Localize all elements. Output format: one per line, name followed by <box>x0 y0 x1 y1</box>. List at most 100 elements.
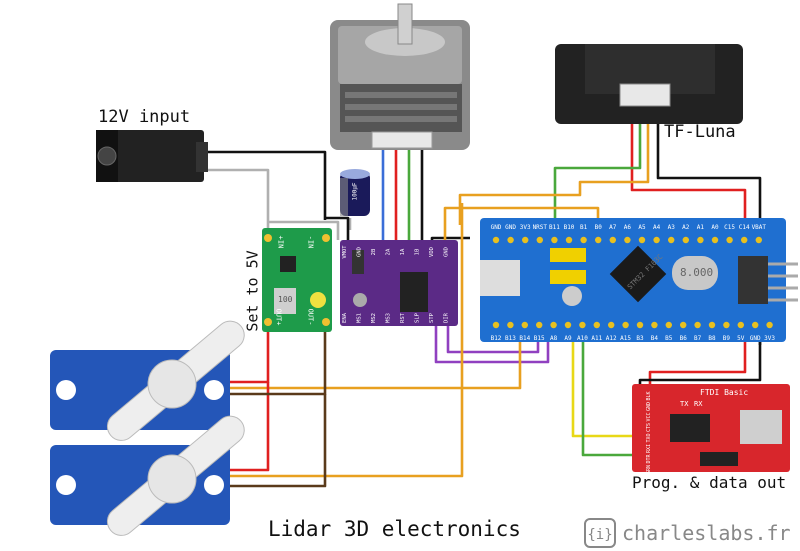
svg-text:{i}: {i} <box>587 527 612 543</box>
mcu-bottom-pin <box>708 321 716 329</box>
mcu-top-pin <box>507 236 514 244</box>
wire-ftdi-yellow <box>571 325 645 438</box>
ftdi-tx-label: TX <box>680 400 689 408</box>
mcu-top-pin-label: C14 <box>739 224 750 231</box>
mcu-bottom-pin-label: GND <box>750 335 761 342</box>
ftdi-pin-label: DTR <box>646 453 652 463</box>
wire-driver-purple-1 <box>434 320 550 364</box>
buck-pot-label: 100 <box>278 295 293 304</box>
driver-top-pin-label: 2A <box>386 248 392 255</box>
mcu-top-pin <box>551 236 558 244</box>
mcu-top-pin <box>741 236 748 244</box>
mcu-top-pin-label: B11 <box>549 224 560 231</box>
mcu-bottom-pin <box>766 321 773 329</box>
mcu-bottom-pin-label: B12 <box>491 335 502 342</box>
mcu-bottom-pin-label: B9 <box>723 335 731 342</box>
wire-luna-orange <box>458 100 650 225</box>
wire-servo1-orange <box>230 325 522 390</box>
mcu-top-pin-label: A6 <box>624 224 632 231</box>
wire-ftdi-green <box>581 325 645 457</box>
mcu-top-pin-label: A1 <box>697 224 705 231</box>
mcu-bottom-pin <box>723 321 730 329</box>
mcu-top-pin-label: GND <box>505 224 516 231</box>
mcu-top-pin-label: 3V3 <box>520 224 531 231</box>
mcu-board <box>480 218 798 342</box>
mcu-bottom-pin <box>694 321 701 329</box>
driver-top-pin-label: 1B <box>415 248 421 255</box>
mcu-top-pin <box>711 236 719 244</box>
mcu-top-pin <box>638 236 646 244</box>
mcu-bottom-pin-label: 3V3 <box>764 335 775 342</box>
ftdi-pin-label: BLK <box>646 391 652 400</box>
mcu-header-pins <box>768 262 798 302</box>
driver-top-pin-label: GND <box>357 247 363 257</box>
mcu-top-pin <box>726 236 733 244</box>
driver-bottom-pin-label: MS1 <box>357 313 363 323</box>
mcu-pin-dots <box>492 236 773 329</box>
capacitor-label: 100µF <box>351 182 359 201</box>
mcu-bottom-pin <box>492 321 500 329</box>
mcu-bottom-pin-label: A9 <box>564 335 572 342</box>
mcu-top-pin <box>595 236 602 244</box>
charleslabs-logo: {i} <box>584 518 616 548</box>
label-12v-input: 12V input <box>98 107 191 127</box>
wires <box>205 100 762 488</box>
driver-bottom-pin-label: STP <box>429 312 435 323</box>
diagram-title: Lidar 3D electronics <box>268 517 521 541</box>
mcu-bottom-pin-label: A12 <box>606 335 617 342</box>
stepper-motor <box>330 3 470 150</box>
buck-converter <box>262 228 332 332</box>
ftdi-pin-label: VCC <box>646 412 652 421</box>
driver-bottom-pin-label: MS3 <box>386 313 392 323</box>
wire-servo2-orange <box>230 203 464 478</box>
mcu-top-pin-label: A4 <box>653 224 661 231</box>
mcu-bottom-pin <box>737 321 744 329</box>
mcu-bottom-pin-label: B14 <box>519 335 530 342</box>
mcu-bottom-pin <box>536 321 543 329</box>
mcu-bottom-pin <box>680 321 687 329</box>
mcu-bottom-pin-label: B15 <box>534 335 545 342</box>
mcu-top-pin <box>697 236 704 244</box>
mcu-top-pin-label: B0 <box>595 224 603 231</box>
mcu-bottom-pin <box>636 321 644 329</box>
mcu-top-pin-label: A3 <box>668 224 676 231</box>
mcu-top-pin <box>755 236 762 244</box>
tf-luna-sensor <box>555 44 743 124</box>
wire-servo-black-2 <box>230 394 327 488</box>
mcu-bottom-pin-label: 5V <box>737 335 745 342</box>
mcu-top-pin-label: GND <box>491 224 502 231</box>
mcu-top-pin-label: A2 <box>682 224 690 231</box>
label-tf-luna: TF-Luna <box>664 122 736 142</box>
mcu-bottom-pin-label: B3 <box>636 335 644 342</box>
wire-jack-grey <box>205 168 270 230</box>
driver-bottom-pin-label: SLP <box>415 312 421 323</box>
mcu-bottom-pin-label: B5 <box>665 335 673 342</box>
label-prog-data-out: Prog. & data out <box>632 473 787 492</box>
brand-text: charleslabs.fr <box>622 521 791 545</box>
mcu-bottom-pin <box>651 321 658 329</box>
servo-bottom <box>50 415 245 536</box>
mcu-top-pin <box>624 236 631 244</box>
buck-in-plus-label: +IN <box>276 235 285 249</box>
ftdi-title: FTDI Basic <box>700 388 749 397</box>
driver-bottom-pin-label: DIR <box>444 312 450 323</box>
mcu-bottom-pin <box>622 321 629 329</box>
mcu-bottom-pin <box>550 321 557 329</box>
driver-top-pin-label: 2B <box>371 248 377 255</box>
stepper-driver <box>340 240 458 326</box>
driver-top-pin-label: VDD <box>429 247 435 257</box>
wire-luna-green <box>553 100 642 240</box>
dc-jack <box>96 130 208 182</box>
buck-out-minus-label: OUT- <box>306 308 315 326</box>
mcu-top-pin <box>536 236 543 244</box>
mcu-crystal-label: 8.000 <box>680 266 714 279</box>
mcu-bottom-pin <box>507 321 514 329</box>
mcu-top-pin-label: C15 <box>724 224 735 231</box>
mcu-bottom-pin-label: B4 <box>651 335 659 342</box>
buck-out-plus-label: OUT+ <box>274 308 283 326</box>
driver-bottom-pin-label: MS2 <box>371 313 377 323</box>
wire-grey-driver <box>268 220 340 240</box>
mcu-top-pin-label: A0 <box>711 224 719 231</box>
